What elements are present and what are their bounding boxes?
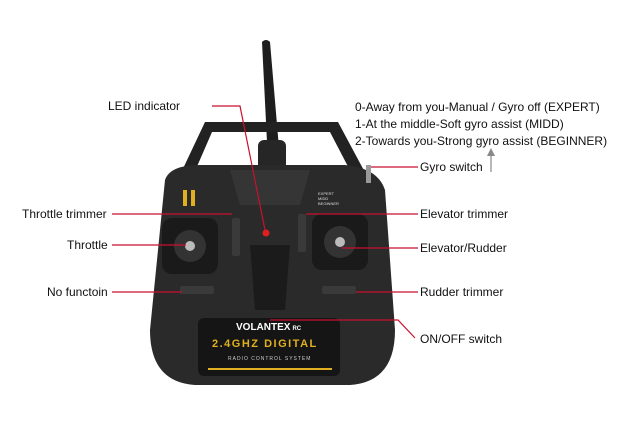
gyro-mode-0: 0-Away from you-Manual / Gyro off (EXPER…	[355, 100, 600, 114]
svg-text:MIDD: MIDD	[318, 196, 328, 201]
throttle-trimmer	[232, 218, 240, 256]
label-on-off-switch: ON/OFF switch	[420, 332, 503, 346]
label-throttle: Throttle	[67, 238, 108, 252]
label-gyro-switch: Gyro switch	[420, 160, 483, 174]
svg-text:BEGINNER: BEGINNER	[318, 201, 339, 206]
label-elevator-trimmer: Elevator trimmer	[420, 207, 509, 221]
right-stick	[312, 214, 368, 270]
gyro-mode-1: 1-At the middle-Soft gyro assist (MIDD)	[355, 117, 564, 131]
up-arrow-icon	[487, 148, 495, 172]
faceplate	[198, 318, 340, 376]
gyro-switch	[366, 165, 371, 183]
label-rudder-trimmer: Rudder trimmer	[420, 285, 504, 299]
label-elevator-rudder: Elevator/Rudder	[420, 241, 507, 255]
label-no-function: No functoin	[47, 285, 108, 299]
leader-lines	[112, 105, 418, 339]
label-throttle-trimmer: Throttle trimmer	[22, 207, 107, 221]
led	[262, 229, 270, 237]
no-function-trimmer	[180, 286, 214, 294]
left-stick	[162, 218, 218, 274]
gyro-mode-2: 2-Towards you-Strong gyro assist (BEGINN…	[355, 134, 608, 148]
elevator-trimmer	[298, 214, 306, 252]
rudder-trimmer	[322, 286, 356, 294]
subtitle-text: RADIO CONTROL SYSTEM	[228, 356, 312, 362]
label-led-indicator: LED indicator	[108, 99, 181, 113]
svg-text:EXPERT: EXPERT	[318, 191, 334, 196]
band-text: 2.4GHZ DIGITAL	[212, 338, 318, 350]
